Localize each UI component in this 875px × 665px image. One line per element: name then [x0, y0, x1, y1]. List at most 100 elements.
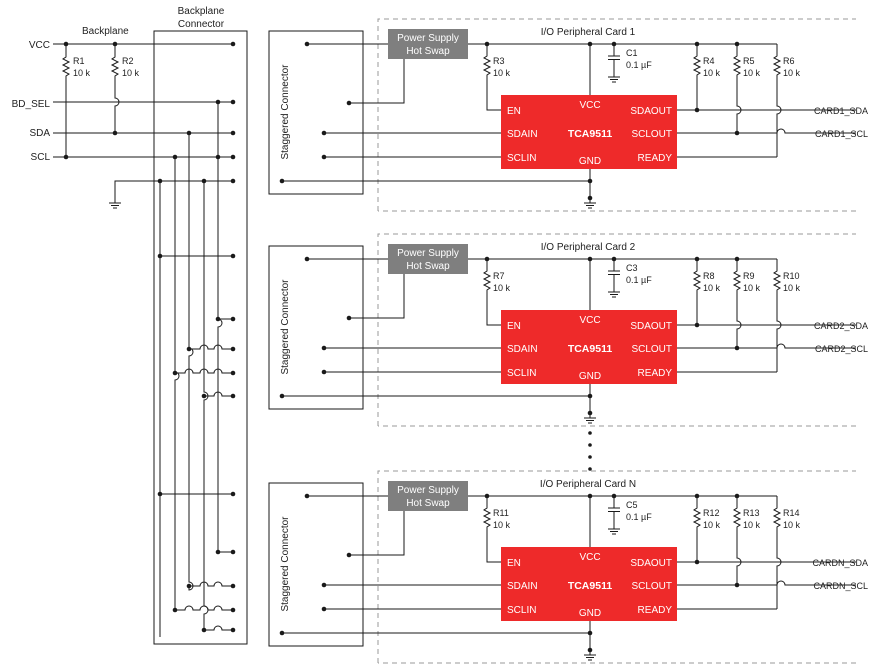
- card-junctions: [279, 41, 740, 201]
- cap-ref: C1: [626, 48, 638, 58]
- output-pullup-ref: R10: [783, 271, 800, 281]
- cap-ground-icon: [607, 523, 621, 535]
- card-wire: [776, 44, 782, 157]
- junction-dot: [611, 493, 617, 499]
- hotswap-box: [388, 244, 468, 274]
- card-wire: [677, 128, 856, 134]
- output-pullup-ref: R13: [743, 508, 760, 518]
- pin-vcc: VCC: [579, 100, 600, 111]
- hotswap-label-1: Power Supply: [397, 485, 459, 496]
- output-pullup-value: 10 k: [703, 68, 721, 78]
- output-pullup-value: 10 k: [743, 68, 761, 78]
- junction-dot: [694, 322, 700, 328]
- junction-dot: [346, 315, 352, 321]
- junction-dot: [734, 41, 740, 47]
- chip-name: TCA9511: [568, 128, 613, 140]
- card-wire: [736, 259, 742, 348]
- card-outline: [377, 470, 856, 664]
- junction-dot: [346, 552, 352, 558]
- junction-dot: [321, 154, 327, 160]
- junction-dot: [587, 195, 593, 201]
- junction-dot: [734, 582, 740, 588]
- capacitor-icon: [607, 55, 621, 60]
- pullup-value: 10 k: [493, 68, 511, 78]
- capacitor-icon: [607, 507, 621, 512]
- output-pullup-ref: R6: [783, 56, 795, 66]
- pin-en: EN: [507, 106, 521, 117]
- pin-ready: READY: [638, 368, 673, 379]
- card-title: I/O Peripheral Card 2: [541, 242, 636, 253]
- pin-ready: READY: [638, 153, 673, 164]
- junction-dot: [321, 582, 327, 588]
- connector-body: [153, 30, 248, 645]
- cap-ground-icon: [607, 71, 621, 83]
- junction-dot: [587, 393, 593, 399]
- output-sda-label: CARDN_SDA: [812, 558, 868, 568]
- pin-sdain: SDAIN: [507, 581, 538, 592]
- junction-dot: [694, 41, 700, 47]
- output-pullup-value: 10 k: [703, 520, 721, 530]
- pin-sdain: SDAIN: [507, 344, 538, 355]
- hotswap-box: [388, 481, 468, 511]
- junction-dot: [694, 256, 700, 262]
- junction-dot: [734, 345, 740, 351]
- cap-value: 0.1 µF: [626, 512, 652, 522]
- staggered-connector-label: Staggered Connector: [280, 64, 291, 160]
- hotswap-label-2: Hot Swap: [406, 46, 450, 57]
- tca9511-chip: [501, 95, 677, 169]
- cap-value: 0.1 µF: [626, 60, 652, 70]
- output-scl-label: CARDN_SCL: [813, 581, 868, 591]
- pin-gnd: GND: [579, 608, 601, 619]
- pullup-resistor: [483, 266, 491, 295]
- output-pullup-ref: R12: [703, 508, 720, 518]
- junction-dot: [611, 41, 617, 47]
- junction-dot: [321, 369, 327, 375]
- pin-en: EN: [507, 321, 521, 332]
- output-scl-label: CARD2_SCL: [815, 344, 868, 354]
- output-sda-label: CARD2_SDA: [814, 321, 868, 331]
- output-pullup-value: 10 k: [783, 283, 801, 293]
- r1-ref: R1: [73, 56, 85, 66]
- junction-dot: [734, 493, 740, 499]
- cap-ground-icon: [607, 286, 621, 298]
- pin-vcc: VCC: [579, 552, 600, 563]
- output-pullup-value: 10 k: [743, 520, 761, 530]
- pin-sdaout: SDAOUT: [630, 321, 672, 332]
- junction-dot: [321, 606, 327, 612]
- junction-dot: [279, 178, 285, 184]
- pin-sclout: SCLOUT: [631, 129, 672, 140]
- backplane-ground-icon: [108, 197, 122, 209]
- output-pullup-ref: R4: [703, 56, 715, 66]
- backplane: Backplane VCC BD_SEL SDA SCL R1 10 k R2 …: [12, 26, 236, 209]
- card-wire: [776, 496, 782, 609]
- junction-dot: [484, 256, 490, 262]
- output-pullup-value: 10 k: [743, 283, 761, 293]
- junction-dot: [304, 256, 310, 262]
- output-pullup-resistor: [733, 266, 741, 295]
- pin-sclin: SCLIN: [507, 605, 536, 616]
- staggered-connector-label: Staggered Connector: [280, 516, 291, 612]
- pullup-ref: R3: [493, 56, 505, 66]
- card-wire: [349, 511, 405, 556]
- junction-dot: [587, 256, 593, 262]
- output-sda-label: CARD1_SDA: [814, 106, 868, 116]
- junction-dot: [587, 41, 593, 47]
- r1-resistor: [62, 52, 70, 81]
- r2-resistor: [111, 52, 119, 81]
- pullup-ref: R11: [493, 508, 509, 518]
- hotswap-box: [388, 29, 468, 59]
- card-outline: [377, 233, 856, 427]
- card-junctions: [279, 256, 740, 416]
- card-wire: [677, 343, 856, 349]
- card-wire: [349, 59, 405, 104]
- output-pullup-value: 10 k: [783, 68, 801, 78]
- output-pullup-ref: R5: [743, 56, 755, 66]
- r1-value: 10 k: [73, 68, 91, 78]
- chip-name: TCA9511: [568, 580, 613, 592]
- output-pullup-ref: R14: [783, 508, 800, 518]
- junction-dot: [694, 559, 700, 565]
- output-scl-label: CARD1_SCL: [815, 129, 868, 139]
- output-pullup-ref: R9: [743, 271, 755, 281]
